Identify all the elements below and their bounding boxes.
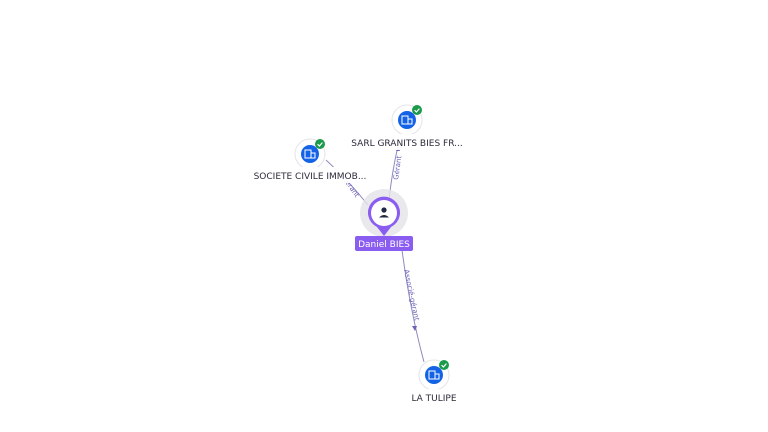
company-name-societe-civile: SOCIETE CIVILE IMMOB... [254, 172, 367, 182]
edge-label-sarl-granits: Gérant [392, 155, 403, 180]
edge-arrow-tulipe [412, 326, 417, 331]
company-building-icon [304, 149, 316, 159]
company-node-societe-civile[interactable]: SOCIETE CIVILE IMMOB... [247, 138, 373, 183]
company-name-sarl-granits: SARL GRANITS BIES FR... [351, 139, 462, 149]
person-node-center[interactable]: Daniel BIES [355, 189, 413, 251]
company-node-la-tulipe[interactable]: LA TULIPE [406, 359, 463, 405]
person-label-badge [355, 236, 413, 251]
verified-check-icon [439, 360, 449, 370]
company-building-icon [401, 115, 413, 125]
company-building-icon [428, 370, 440, 380]
edge-la-tulipe[interactable] [401, 249, 425, 363]
company-node-sarl-granits[interactable]: SARL GRANITS BIES FR... [347, 104, 467, 150]
company-name-la-tulipe: LA TULIPE [411, 394, 456, 404]
verified-check-icon [412, 105, 422, 115]
person-icon [379, 207, 389, 218]
person-name: Daniel BIES [358, 240, 410, 250]
edge-label-la-tulipe: Associé-gérant [402, 269, 421, 322]
verified-check-icon [315, 139, 325, 149]
